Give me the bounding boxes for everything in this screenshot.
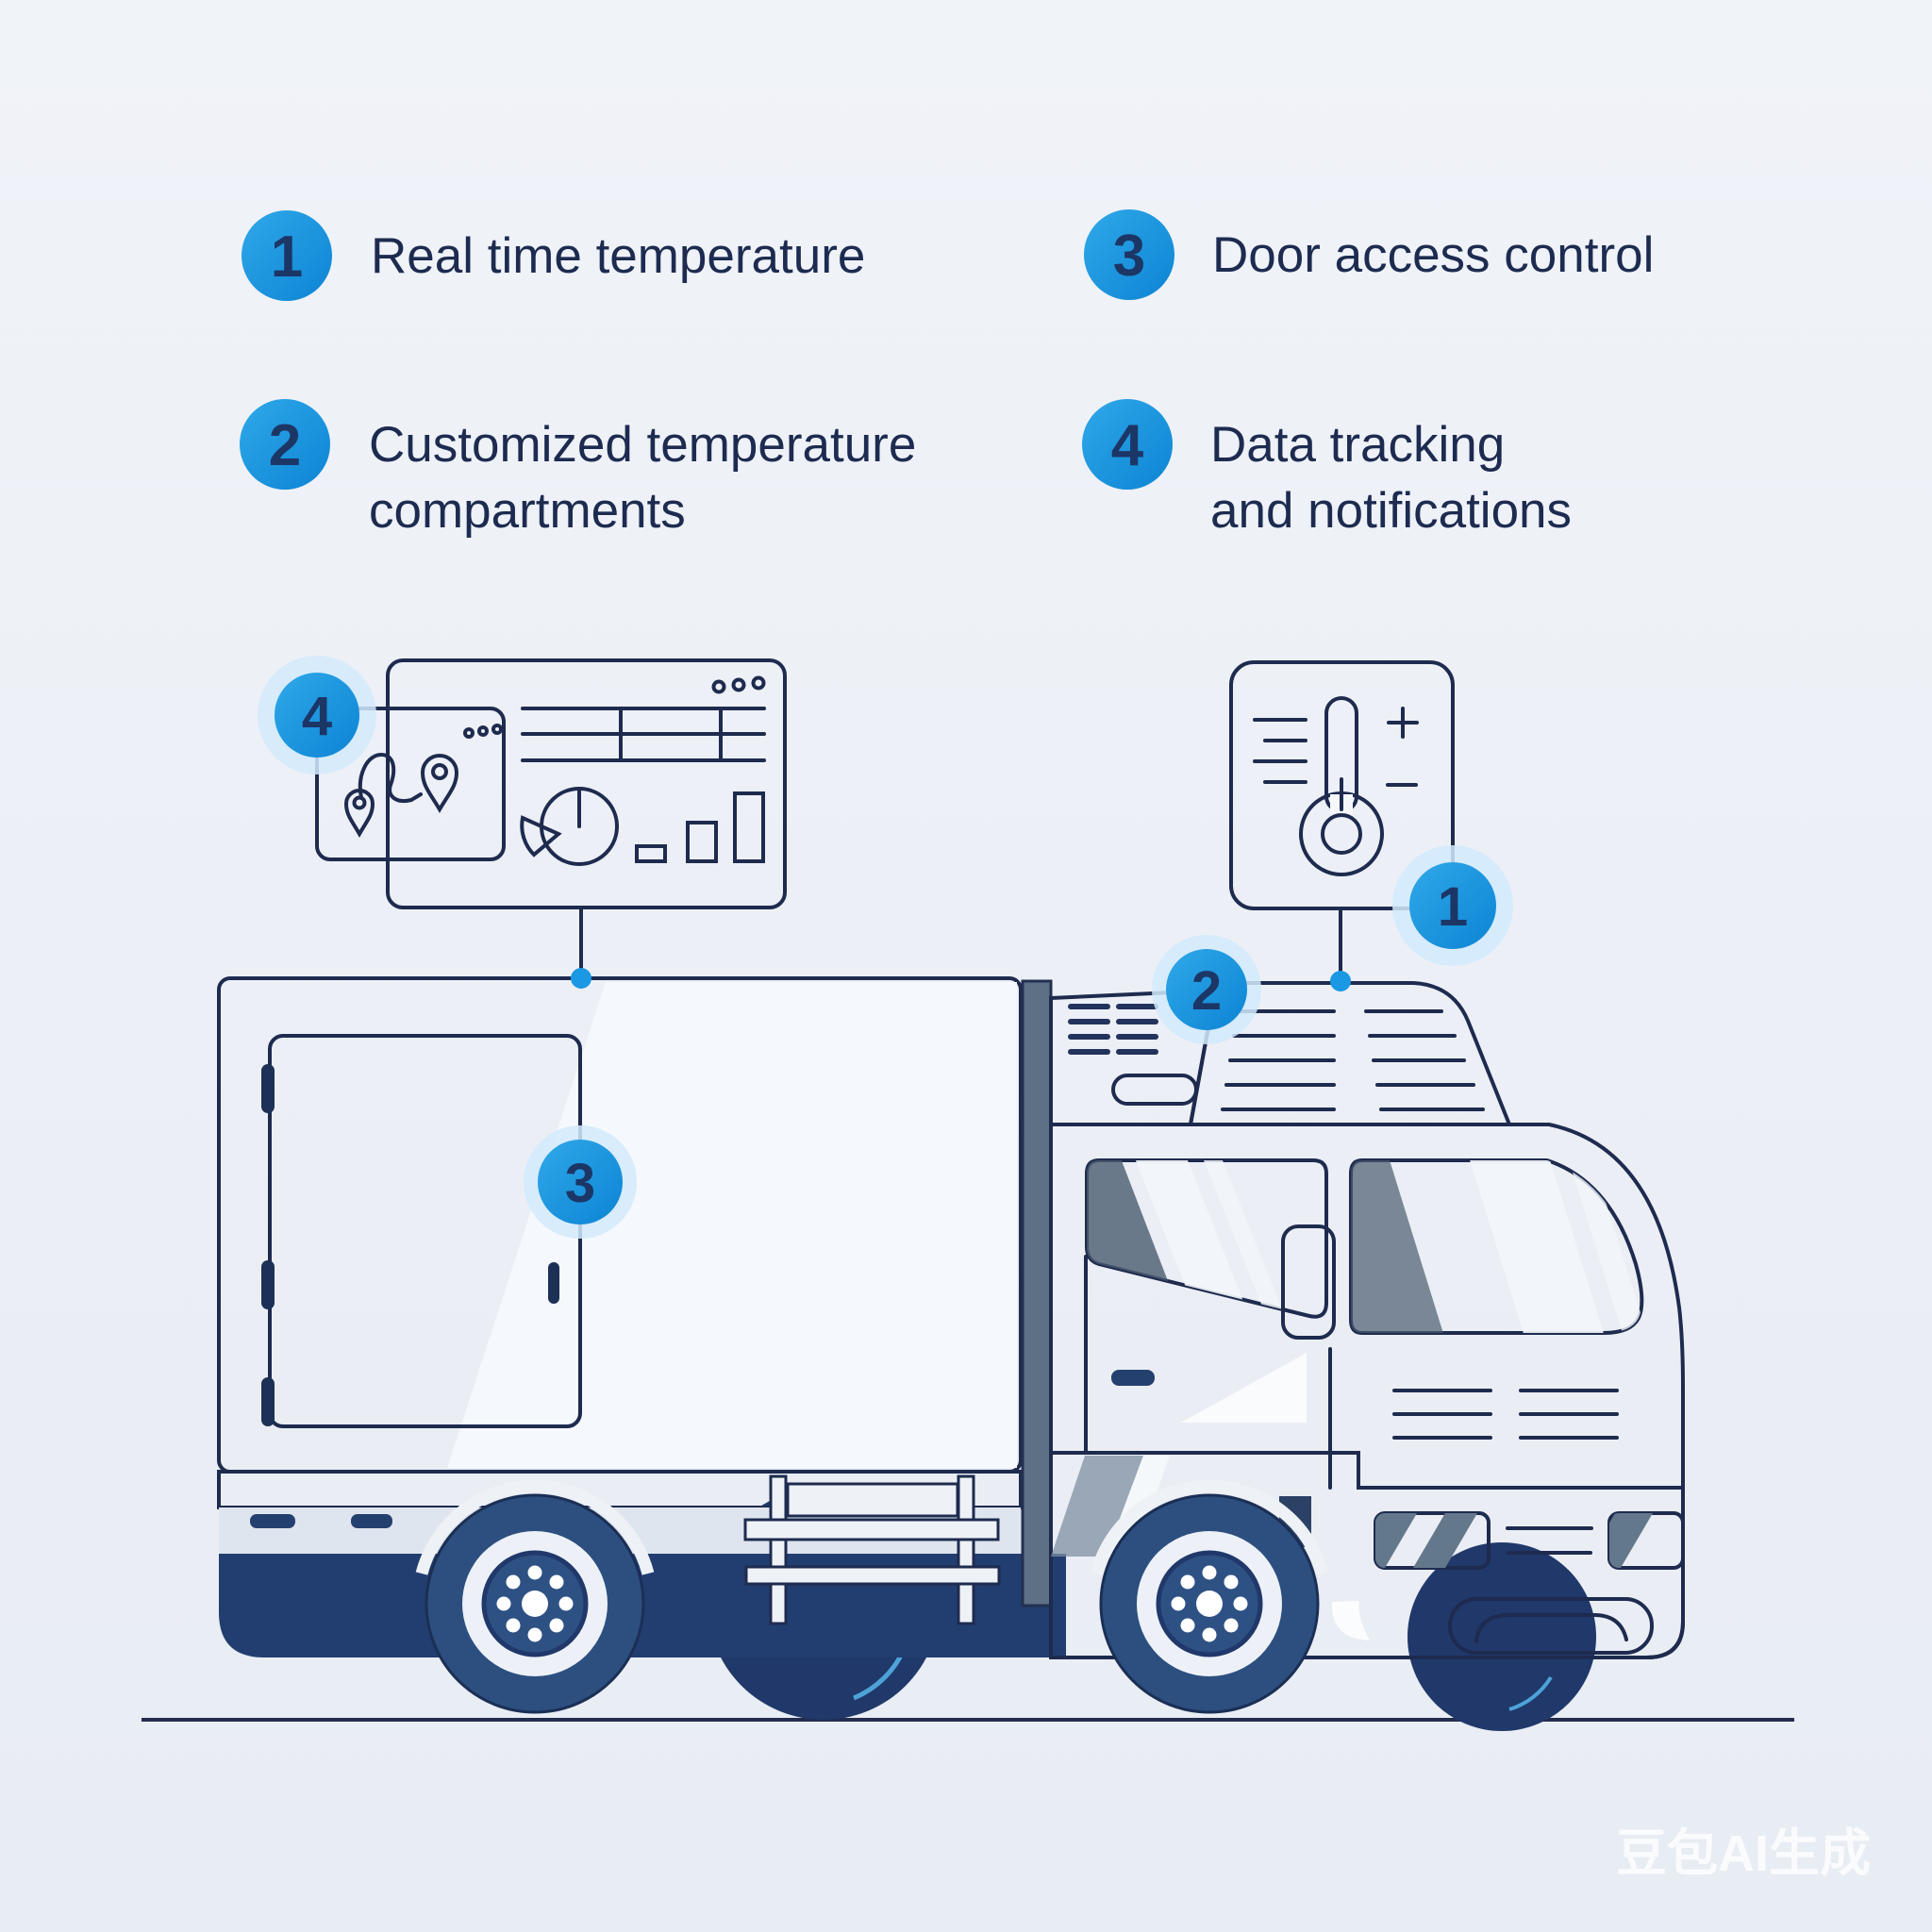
text-lines-icon <box>1253 718 1307 784</box>
headlight-icon <box>1607 1511 1685 1570</box>
lug-nuts <box>1171 1565 1248 1642</box>
legend-badge-4-number: 4 <box>1111 413 1144 478</box>
grab-handle <box>1281 1224 1336 1340</box>
headlight-icon <box>1374 1511 1491 1570</box>
door-handle <box>548 1262 559 1304</box>
legend-badge-2 <box>240 399 330 490</box>
legend: 1 Real time temperature 2 Customized tem… <box>240 209 1654 539</box>
connector-dot <box>1330 971 1351 991</box>
badge-4-callout: 4 <box>258 656 376 774</box>
route-path-icon <box>358 752 423 803</box>
side-step-rack <box>743 1474 1001 1625</box>
window-dots-icon <box>463 724 503 739</box>
vent-slats-icon <box>1068 1004 1158 1055</box>
connector-dot <box>571 968 591 989</box>
legend-item-4: 4 Data tracking and notifications <box>1082 399 1572 539</box>
legend-label-1: Real time temperature <box>371 228 865 284</box>
grille <box>1448 1597 1654 1655</box>
front-inner-wheel <box>1407 1542 1596 1731</box>
window-dots-icon <box>711 675 766 694</box>
lug-nuts <box>496 1565 574 1642</box>
box-reflection <box>447 982 1017 1468</box>
wheel-arch-gap <box>415 1479 655 1575</box>
box-cab-gap <box>1021 979 1053 1607</box>
legend-label-4-line1: Data tracking <box>1210 417 1505 473</box>
connectors <box>571 906 1351 991</box>
bumper-highlight <box>1331 1601 1370 1641</box>
badge-3-callout: 3 <box>524 1125 637 1239</box>
legend-item-2: 2 Customized temperature compartments <box>240 399 916 539</box>
marker-light <box>351 1514 392 1528</box>
legend-label-4-line2: and notifications <box>1210 483 1572 539</box>
legend-label-2-line2: compartments <box>369 483 686 539</box>
legend-badge-3-number: 3 <box>1113 224 1145 289</box>
legend-badge-3 <box>1084 209 1174 300</box>
legend-item-1: 1 Real time temperature <box>242 210 865 301</box>
location-pin-icon <box>343 789 375 839</box>
skirt-streak-dark <box>1051 1456 1143 1557</box>
front-bumper <box>1331 1511 1685 1655</box>
legend-label-2-line1: Customized temperature <box>369 417 916 473</box>
door-highlight <box>1181 1353 1307 1423</box>
badge-2-callout: 2 <box>1152 935 1261 1044</box>
cab-side-vents <box>1392 1389 1619 1440</box>
badge-1-number: 1 <box>1438 876 1468 938</box>
legend-badge-2-number: 2 <box>269 413 301 478</box>
badge-4-number: 4 <box>302 686 332 747</box>
location-pin-icon <box>420 754 459 813</box>
legend-label-3: Door access control <box>1212 227 1654 283</box>
watermark-text: 豆包AI生成 <box>1616 1825 1871 1882</box>
tracking-dashboard-panel: 4 <box>258 656 787 909</box>
door-hinges <box>261 1064 275 1426</box>
cab-door-handle <box>1111 1370 1155 1386</box>
legend-badge-1 <box>242 210 332 301</box>
rear-wheel <box>415 1479 655 1714</box>
dashboard-window <box>386 658 787 909</box>
marker-light <box>250 1514 295 1528</box>
badge-2 <box>1166 949 1247 1030</box>
badge-3 <box>538 1140 623 1224</box>
cab-skirt <box>1049 1451 1685 1659</box>
table-icon <box>521 707 766 762</box>
badge-4 <box>275 673 359 758</box>
pie-chart-icon <box>520 787 619 866</box>
windshield <box>1349 1158 1644 1335</box>
grille-inner-line <box>1474 1613 1628 1643</box>
map-route-card <box>315 707 506 861</box>
badge-1-callout: 1 <box>1392 845 1513 966</box>
legend-item-3: 3 Door access control <box>1084 209 1654 300</box>
windshield-streaks <box>1351 1160 1642 1333</box>
wheel-arch-gap <box>1090 1479 1329 1575</box>
badge-3-number: 3 <box>565 1153 595 1214</box>
front-wheel <box>1090 1479 1329 1714</box>
legend-badge-4 <box>1082 399 1173 490</box>
badge-1 <box>1409 862 1496 949</box>
thermometer-icon <box>1299 696 1384 876</box>
badge-2-number: 2 <box>1191 960 1222 1022</box>
bar-chart-icon <box>635 791 765 863</box>
plus-icon <box>1387 707 1419 739</box>
temperature-panel: 1 <box>1229 660 1513 966</box>
legend-badge-1-number: 1 <box>271 225 303 290</box>
